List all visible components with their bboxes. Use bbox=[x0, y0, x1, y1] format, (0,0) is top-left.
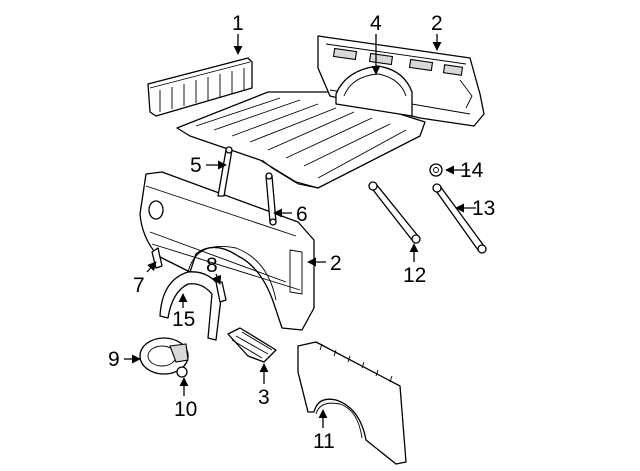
callout-8: 8 bbox=[206, 254, 218, 277]
leader-lines bbox=[124, 34, 476, 428]
bed-floor-part bbox=[176, 91, 426, 189]
callout-3: 3 bbox=[258, 386, 270, 409]
callout-13: 13 bbox=[472, 197, 495, 220]
rod-part-12 bbox=[368, 181, 421, 244]
callout-5: 5 bbox=[190, 154, 202, 177]
front-panel-part bbox=[147, 57, 253, 117]
callout-15: 15 bbox=[172, 308, 195, 331]
wheel-molding-part bbox=[159, 271, 223, 341]
callout-2-bedside: 2 bbox=[330, 252, 342, 275]
nut-part bbox=[429, 163, 443, 177]
callout-10: 10 bbox=[174, 398, 197, 421]
cap-part bbox=[176, 366, 188, 378]
rod-part-13 bbox=[432, 183, 487, 254]
inner-panel-part bbox=[297, 341, 407, 465]
callout-7: 7 bbox=[133, 274, 145, 297]
callout-11: 11 bbox=[313, 430, 335, 453]
callout-6: 6 bbox=[296, 203, 308, 226]
brace-part-5 bbox=[217, 146, 233, 197]
step-part bbox=[227, 327, 277, 363]
callout-1: 1 bbox=[232, 12, 244, 35]
callout-labels: 1 2 2 3 4 5 6 7 8 9 10 11 12 13 14 15 bbox=[108, 12, 495, 453]
callout-2-tailgate: 2 bbox=[431, 12, 443, 35]
callout-9: 9 bbox=[108, 348, 120, 371]
callout-12: 12 bbox=[403, 264, 426, 287]
bedside-panel-part bbox=[139, 171, 315, 331]
callout-14: 14 bbox=[460, 159, 484, 182]
callout-4: 4 bbox=[370, 12, 382, 35]
